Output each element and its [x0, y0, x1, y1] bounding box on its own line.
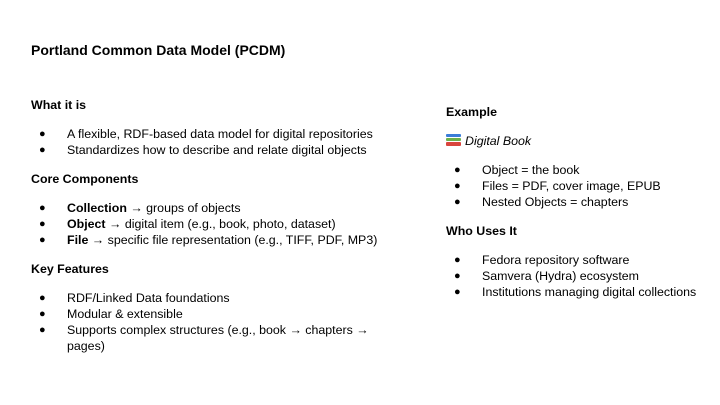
bullet-icon: ● [39, 218, 46, 230]
right-column: Example Digital Book ●Object = the book … [446, 104, 706, 313]
list-item: ●Samvera (Hydra) ecosystem [454, 269, 639, 283]
list-item: ●RDF/Linked Data foundations [39, 291, 230, 305]
component-term: Object [67, 217, 106, 231]
bullet-icon: ● [454, 286, 461, 298]
list-item: ●Institutions managing digital collectio… [454, 285, 697, 299]
bullet-icon: ● [39, 308, 46, 320]
bullet-icon: ● [39, 292, 46, 304]
list-item: ●Object = the book [454, 163, 580, 177]
bullet-icon: ● [39, 324, 46, 336]
bullet-icon: ● [454, 164, 461, 176]
who-uses-it-list: ●Fedora repository software ●Samvera (Hy… [446, 252, 706, 300]
bullet-icon: ● [454, 254, 461, 266]
bullet-icon: ● [39, 144, 46, 156]
key-features-list: ●RDF/Linked Data foundations ●Modular & … [31, 290, 401, 354]
core-components-list: ● Collection → groups of objects ● Object … [31, 200, 401, 248]
what-it-is-heading: What it is [31, 98, 87, 112]
component-desc: → digital item (e.g., book, photo, datas… [105, 217, 336, 231]
list-item: ● Collection → groups of objects [31, 200, 401, 216]
who-uses-it-heading: Who Uses It [446, 224, 517, 238]
component-term: File [67, 233, 89, 247]
list-item: ●Supports complex structures (e.g., book… [39, 323, 369, 353]
list-item: ● File → specific file representation (e.… [31, 232, 401, 248]
component-desc: → specific file representation (e.g., TI… [88, 233, 378, 247]
list-item: ●Nested Objects = chapters [454, 195, 629, 209]
list-item: ●Fedora repository software [454, 253, 630, 267]
bullet-icon: ● [39, 128, 46, 140]
list-item: ● Object → digital item (e.g., book, phot… [31, 216, 401, 232]
example-label-line: Digital Book [446, 133, 706, 149]
list-item: ●Files = PDF, cover image, EPUB [454, 179, 661, 193]
component-term: Collection [67, 201, 127, 215]
bullet-icon: ● [454, 196, 461, 208]
books-icon [446, 134, 461, 147]
list-item: ●A flexible, RDF-based data model for di… [39, 127, 373, 141]
example-list: ●Object = the book ●Files = PDF, cover i… [446, 162, 706, 210]
list-item: ●Standardizes how to describe and relate… [39, 143, 367, 157]
what-it-is-list: ●A flexible, RDF-based data model for di… [31, 126, 401, 158]
example-label: Digital Book [465, 134, 532, 148]
bullet-icon: ● [454, 180, 461, 192]
component-desc: → groups of objects [126, 201, 241, 215]
left-column: What it is ●A flexible, RDF-based data m… [31, 97, 401, 367]
bullet-icon: ● [39, 202, 46, 214]
bullet-icon: ● [39, 234, 46, 246]
key-features-heading: Key Features [31, 262, 109, 276]
core-components-heading: Core Components [31, 172, 139, 186]
bullet-icon: ● [454, 270, 461, 282]
slide-title: Portland Common Data Model (PCDM) [31, 42, 286, 58]
example-heading: Example [446, 105, 497, 119]
list-item: ●Modular & extensible [39, 307, 183, 321]
